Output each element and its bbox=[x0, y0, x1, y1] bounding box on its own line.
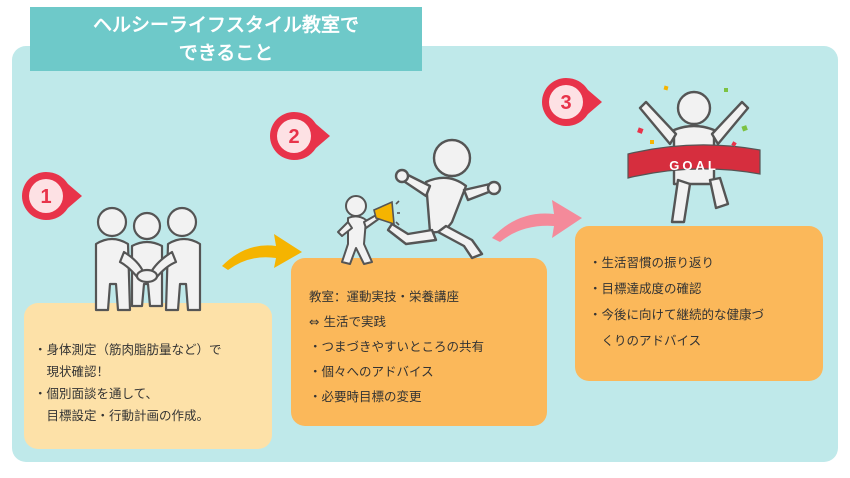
title-line-2: できること bbox=[178, 42, 274, 64]
step-3-marker-icon: 3 bbox=[542, 78, 602, 126]
step-3-number: 3 bbox=[560, 92, 571, 114]
step-3-line: ・目標達成度の確認 bbox=[589, 281, 702, 296]
arrow-right-icon bbox=[222, 234, 302, 270]
goal-celebration-illustration: GOAL bbox=[627, 85, 761, 224]
step-3-line: ・今後に向けて継続的な健康づ bbox=[589, 307, 765, 322]
step-2-box: 教室：運動実技・栄養講座 ⇔ 生活で実践 ・つまづきやすいところの共有 ・個々へ… bbox=[291, 258, 547, 426]
step-2-number: 2 bbox=[288, 126, 299, 148]
page-title: ヘルシーライフスタイル教室で できること bbox=[30, 7, 422, 71]
step-2-line: 教室：運動実技・栄養講座 bbox=[309, 289, 460, 304]
step-2-line: ・必要時目標の変更 bbox=[309, 389, 422, 404]
step-2-line: ⇔ 生活で実践 bbox=[309, 314, 386, 329]
step-1-marker-icon: 1 bbox=[22, 172, 82, 220]
step-3-line: ・生活習慣の振り返り bbox=[589, 255, 715, 270]
team-huddle-illustration bbox=[94, 206, 202, 312]
step-2-line: ・つまづきやすいところの共有 bbox=[309, 339, 485, 354]
step-2-line: ・個々へのアドバイス bbox=[309, 364, 434, 379]
goal-label: GOAL bbox=[669, 158, 719, 173]
step-1-number: 1 bbox=[40, 186, 51, 208]
step-1-line: 現状確認！ bbox=[34, 364, 110, 379]
step-3-box: ・生活習慣の振り返り ・目標達成度の確認 ・今後に向けて継続的な健康づ くりのア… bbox=[575, 226, 823, 381]
title-line-1: ヘルシーライフスタイル教室で bbox=[92, 14, 359, 36]
running-person-illustration bbox=[386, 138, 502, 260]
cheering-megaphone-illustration bbox=[337, 195, 400, 265]
step-1-line: 目標設定・行動計画の作成。 bbox=[34, 408, 210, 423]
step-3-line: くりのアドバイス bbox=[589, 333, 702, 348]
step-1-line: ・個別面談を通して、 bbox=[34, 386, 159, 401]
step-2-marker-icon: 2 bbox=[270, 112, 330, 160]
step-1-box: ・身体測定（筋肉脂肪量など）で 現状確認！ ・個別面談を通して、 目標設定・行動… bbox=[24, 303, 272, 449]
step-1-line: ・身体測定（筋肉脂肪量など）で bbox=[34, 342, 222, 357]
arrow-right-icon bbox=[492, 200, 582, 242]
